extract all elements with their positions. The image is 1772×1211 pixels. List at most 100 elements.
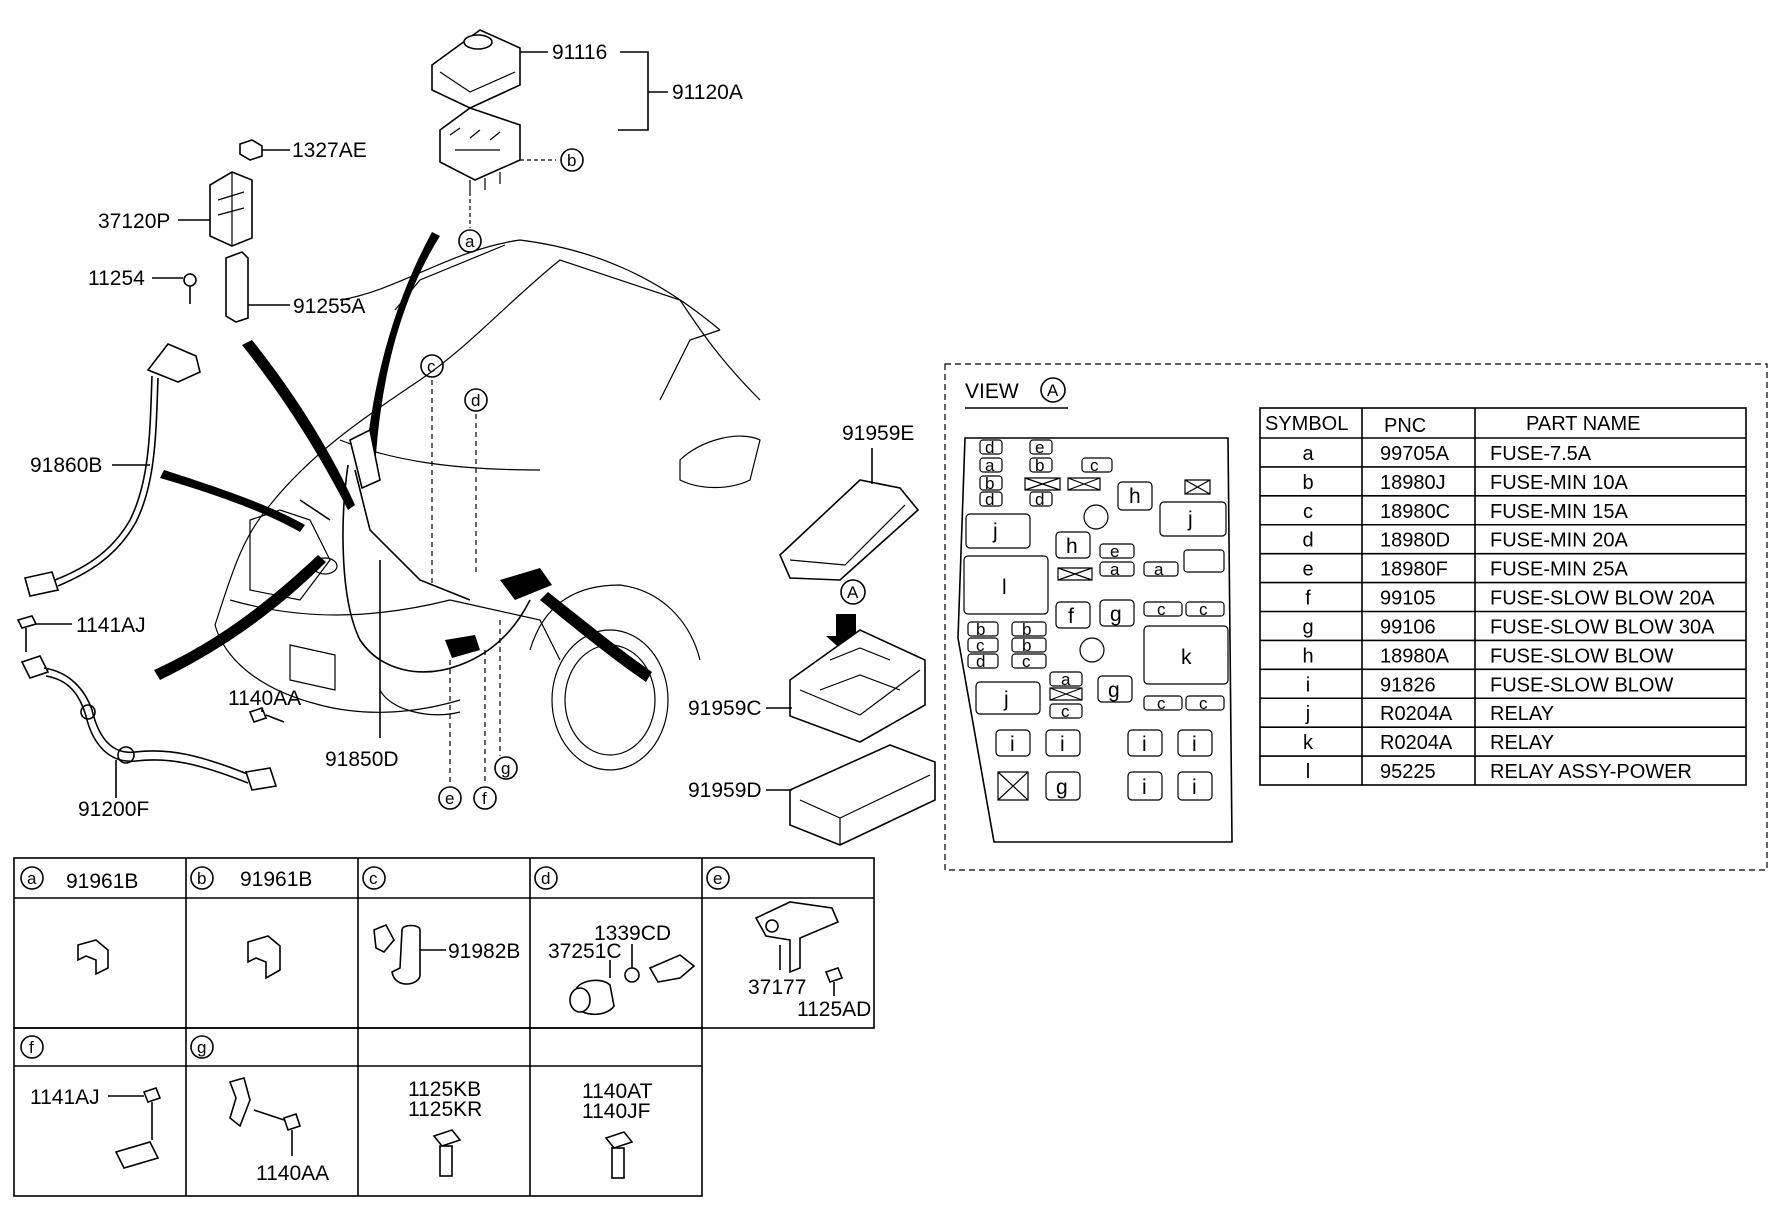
table-cell: b bbox=[1302, 472, 1313, 494]
label-91120A: 91120A bbox=[672, 81, 743, 104]
label-91959C: 91959C bbox=[688, 697, 762, 720]
fuse-cell: a bbox=[1061, 670, 1071, 689]
fuse-cell: i bbox=[1192, 733, 1197, 756]
table-cell: FUSE-SLOW BLOW bbox=[1490, 645, 1673, 667]
table-cell: 91826 bbox=[1380, 674, 1436, 696]
label-91116: 91116 bbox=[552, 41, 607, 64]
table-cell: FUSE-MIN 10A bbox=[1490, 472, 1628, 494]
table-header-pnc: PNC bbox=[1384, 415, 1426, 437]
fuse-box-layout: d e a b c b d d h j j h e a a l f g c c … bbox=[957, 437, 1233, 843]
battery-cable-91860B bbox=[24, 343, 201, 597]
table-cell: d bbox=[1302, 530, 1313, 552]
table-cell: FUSE-MIN 20A bbox=[1490, 530, 1628, 552]
label-91959E: 91959E bbox=[842, 422, 914, 445]
label-1327AE: 1327AE bbox=[292, 139, 367, 162]
label-1140JF: 1140JF bbox=[582, 1100, 651, 1123]
lower-box-91959D bbox=[789, 744, 936, 846]
wiring-harness bbox=[154, 232, 652, 682]
detail-g-symbol: g bbox=[197, 1038, 206, 1057]
table-cell: RELAY bbox=[1490, 703, 1554, 725]
table-header-part-name: PART NAME bbox=[1526, 413, 1640, 435]
view-a-frame bbox=[944, 363, 1768, 871]
fuse-cell: f bbox=[1068, 605, 1074, 628]
label-1141AJ: 1141AJ bbox=[76, 614, 146, 637]
fuse-cell: d bbox=[985, 438, 994, 457]
table-cell: 99705A bbox=[1380, 443, 1450, 465]
label-1140AA: 1140AA bbox=[228, 687, 301, 710]
detail-e-symbol: e bbox=[713, 869, 722, 888]
label-1125AD: 1125AD bbox=[797, 998, 871, 1021]
label-1140AA-detail: 1140AA bbox=[256, 1162, 329, 1185]
label-37177: 37177 bbox=[748, 976, 806, 999]
fuse-cell: e bbox=[1110, 542, 1119, 561]
label-91255A: 91255A bbox=[293, 295, 365, 318]
callout-c: c bbox=[427, 357, 436, 376]
callout-a-top: a bbox=[465, 232, 475, 251]
table-cell: RELAY ASSY-POWER bbox=[1490, 761, 1692, 783]
label-91200F: 91200F bbox=[78, 798, 149, 821]
fuse-cell: d bbox=[976, 652, 985, 671]
detail-d-symbol: d bbox=[541, 869, 550, 888]
table-header-symbol: SYMBOL bbox=[1265, 413, 1348, 435]
fuse-cell: k bbox=[1181, 646, 1192, 669]
fuse-cell: b bbox=[976, 620, 985, 639]
callout-e: e bbox=[445, 789, 454, 808]
fuse-box-cover-91959E bbox=[779, 479, 920, 581]
label-37120P: 37120P bbox=[98, 210, 170, 233]
top-fuse-cover bbox=[431, 29, 521, 109]
detail-b-symbol: b bbox=[197, 869, 206, 888]
fuse-cell: c bbox=[1061, 702, 1070, 721]
label-1125KR: 1125KR bbox=[408, 1098, 482, 1121]
table-cell: R0204A bbox=[1380, 703, 1453, 725]
table-cell: FUSE-SLOW BLOW 30A bbox=[1490, 616, 1715, 638]
fuse-cell: i bbox=[1142, 776, 1147, 799]
fuse-cell: j bbox=[1187, 508, 1193, 531]
fuse-cell: d bbox=[1035, 490, 1044, 509]
table-cell: 99105 bbox=[1380, 588, 1436, 610]
fuse-cell: a bbox=[985, 456, 995, 475]
table-cell: FUSE-MIN 25A bbox=[1490, 559, 1628, 581]
fuse-cell: d bbox=[985, 490, 994, 509]
fuse-cell: i bbox=[1192, 776, 1197, 799]
label-91860B: 91860B bbox=[30, 454, 102, 477]
table-cell: 18980J bbox=[1380, 472, 1446, 494]
fuse-cell: a bbox=[1154, 560, 1164, 579]
callout-g: g bbox=[501, 759, 510, 778]
fuse-cell: g bbox=[1108, 679, 1120, 702]
label-37251C: 37251C bbox=[548, 940, 622, 963]
bolt-11254 bbox=[183, 273, 197, 304]
fuse-cell: b bbox=[1035, 456, 1044, 475]
fuse-cell: i bbox=[1010, 733, 1015, 756]
callout-d: d bbox=[471, 391, 480, 410]
fuse-cell: h bbox=[1066, 535, 1078, 558]
label-1125KB: 1125KB bbox=[408, 1078, 481, 1101]
fuse-cell: i bbox=[1142, 733, 1147, 756]
table-cell: 18980F bbox=[1380, 559, 1448, 581]
ground-cable-91200F bbox=[20, 655, 278, 791]
view-marker-A: A bbox=[847, 583, 859, 602]
table-cell: f bbox=[1305, 588, 1311, 610]
table-cell: e bbox=[1302, 559, 1313, 581]
table-cell: j bbox=[1305, 703, 1310, 725]
table-cell: a bbox=[1302, 443, 1314, 465]
fuse-cell: c bbox=[1090, 456, 1099, 475]
detail-a-header: 91961B bbox=[66, 870, 138, 893]
callout-f: f bbox=[482, 789, 487, 808]
fuse-cell: j bbox=[992, 520, 998, 543]
label-11254: 11254 bbox=[88, 267, 145, 290]
fuse-cell: j bbox=[1003, 688, 1009, 711]
label-1140AT: 1140AT bbox=[582, 1080, 653, 1103]
table-cell: 18980D bbox=[1380, 530, 1450, 552]
label-91850D: 91850D bbox=[325, 748, 399, 771]
fuse-cell: c bbox=[976, 636, 985, 655]
fuse-cell: b bbox=[1022, 636, 1031, 655]
fuse-block-91959C bbox=[789, 629, 926, 743]
table-cell: FUSE-MIN 15A bbox=[1490, 501, 1628, 523]
bolt-1141AJ bbox=[16, 615, 38, 652]
vehicle-outline bbox=[214, 239, 761, 771]
table-cell: 18980A bbox=[1380, 645, 1450, 667]
fuse-cell: c bbox=[1199, 600, 1208, 619]
view-title-circle: A bbox=[1047, 381, 1059, 400]
fuse-cell: h bbox=[1129, 485, 1141, 508]
fuse-cell: c bbox=[1157, 600, 1166, 619]
